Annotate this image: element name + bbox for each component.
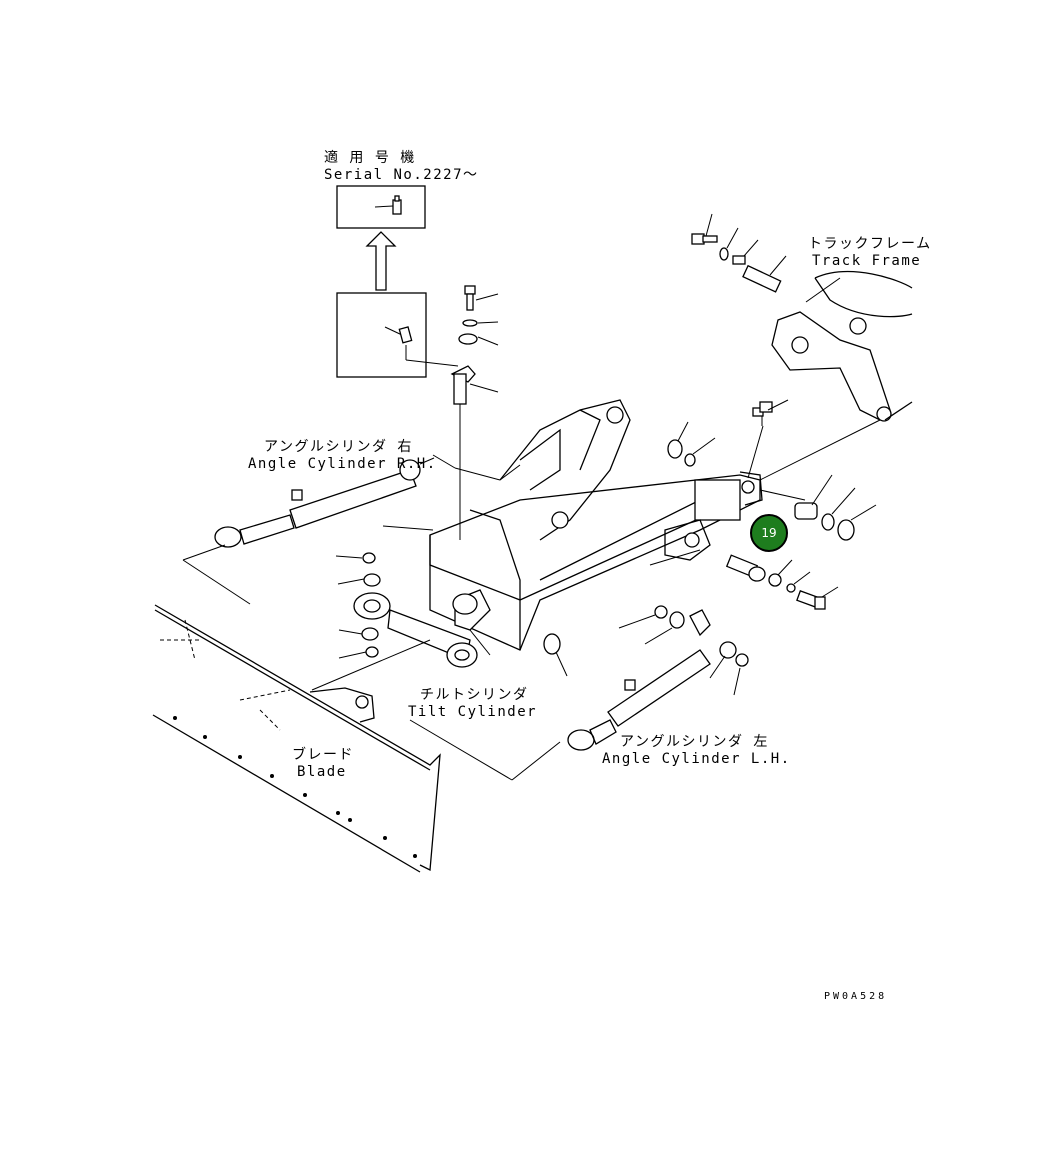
serial-jp-label: 適 用 号 機 [324, 150, 416, 166]
angle-cylinder-lh-en-label: Angle Cylinder L.H. [602, 751, 791, 767]
fitting-stack [450, 285, 499, 540]
track-frame-jp-label: トラックフレーム [808, 236, 932, 252]
up-arrow-icon [365, 231, 397, 291]
angle-cylinder-rh-en-label: Angle Cylinder R.H. [248, 456, 437, 472]
angle-cylinder-rh-jp-label: アングルシリンダ 右 [264, 439, 413, 455]
serial-inset-box [336, 185, 426, 229]
push-arm-frame [429, 399, 881, 651]
tilt-cylinder-jp-label: チルトシリンダ [420, 687, 529, 703]
reference-code: PW0A528 [824, 991, 888, 1002]
blade-jp-label: ブレード [292, 747, 354, 763]
tilt-cylinder [335, 525, 491, 668]
blade [152, 604, 441, 873]
angle-cylinder-rh [182, 457, 435, 605]
label-leaders [432, 454, 521, 481]
part-callout-19[interactable]: 19 [750, 514, 788, 552]
angle-cylinder-lh-jp-label: アングルシリンダ 左 [620, 734, 769, 750]
pin-hardware-right [667, 399, 877, 610]
serial-en-label: Serial No.2227〜 [324, 167, 479, 183]
old-type-inset-box [336, 292, 459, 378]
tilt-cylinder-en-label: Tilt Cylinder [408, 704, 538, 720]
angle-cylinder-lh [409, 605, 749, 781]
track-frame-en-label: Track Frame [812, 253, 922, 269]
track-hardware [691, 213, 787, 293]
track-frame [771, 270, 913, 422]
blade-en-label: Blade [297, 764, 347, 780]
